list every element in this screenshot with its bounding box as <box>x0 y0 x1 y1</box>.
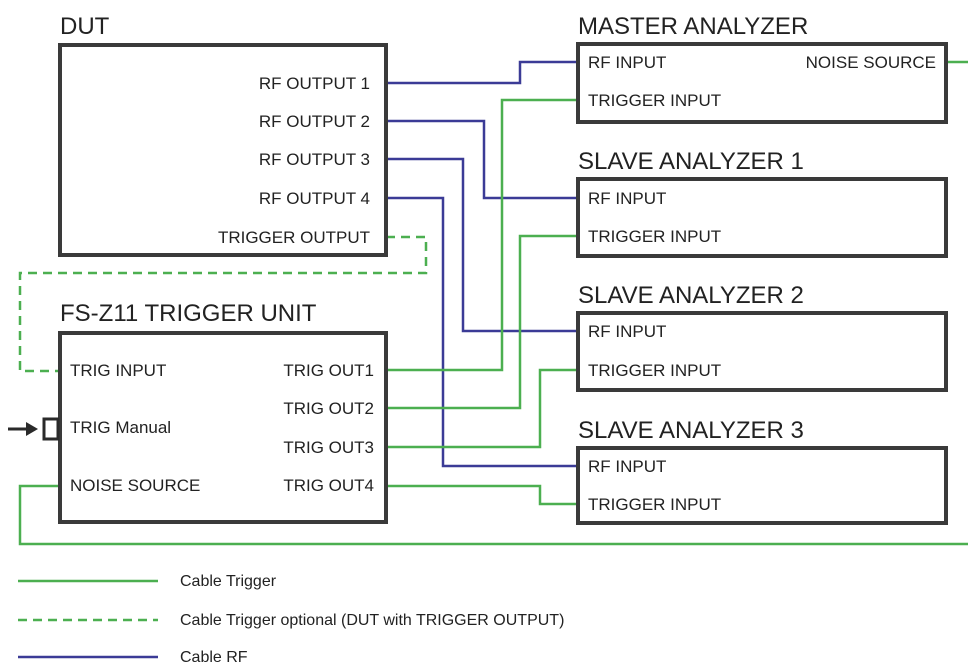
dut-trigger-output: TRIGGER OUTPUT <box>218 228 370 247</box>
trig-manual-label: TRIG Manual <box>70 418 171 437</box>
slave-1-trigger-input: TRIGGER INPUT <box>588 227 721 246</box>
dut-rf-output-4: RF OUTPUT 4 <box>259 189 370 208</box>
slave-3-rf-input: RF INPUT <box>588 457 666 476</box>
master-analyzer-box <box>576 42 948 124</box>
legend-rf-label: Cable RF <box>180 649 248 664</box>
dut-rf-output-1: RF OUTPUT 1 <box>259 74 370 93</box>
trigger-cable-3 <box>386 368 578 449</box>
trig-input-label: TRIG INPUT <box>70 361 166 380</box>
slave-analyzer-3-box <box>576 446 948 525</box>
noise-source-return-cable <box>18 484 968 546</box>
dut-rf-output-3: RF OUTPUT 3 <box>259 150 370 169</box>
trig-out-3-label: TRIG OUT3 <box>283 438 374 457</box>
trigger-cable-4 <box>386 484 578 506</box>
master-noise-source: NOISE SOURCE <box>806 53 936 72</box>
slave-3-trigger-input: TRIGGER INPUT <box>588 495 721 514</box>
slave-analyzer-2-title: SLAVE ANALYZER 2 <box>578 282 804 309</box>
slave-2-trigger-input: TRIGGER INPUT <box>588 361 721 380</box>
rf-cable-4 <box>386 196 578 468</box>
slave-2-rf-input: RF INPUT <box>588 322 666 341</box>
rf-cable-3 <box>386 157 578 333</box>
trigger-cable-1 <box>386 98 578 372</box>
master-trigger-input: TRIGGER INPUT <box>588 91 721 110</box>
trig-out-2-label: TRIG OUT2 <box>283 399 374 418</box>
legend-trigger-optional-label: Cable Trigger optional (DUT with TRIGGER… <box>180 612 564 629</box>
dut-box <box>58 43 388 257</box>
dut-rf-output-2: RF OUTPUT 2 <box>259 112 370 131</box>
master-rf-input: RF INPUT <box>588 53 666 72</box>
manual-trigger-button[interactable] <box>42 417 60 441</box>
rf-cable-2 <box>386 119 578 200</box>
rf-cable-1 <box>386 60 578 85</box>
optional-trigger-cable <box>18 235 428 373</box>
dut-title: DUT <box>60 13 110 40</box>
trigger-cable-2 <box>386 234 578 410</box>
noise-source-label: NOISE SOURCE <box>70 476 200 495</box>
slave-analyzer-1-box <box>576 177 948 258</box>
arrow-right-icon <box>8 422 38 436</box>
slave-analyzer-3-title: SLAVE ANALYZER 3 <box>578 417 804 444</box>
slave-analyzer-1-title: SLAVE ANALYZER 1 <box>578 148 804 175</box>
master-analyzer-title: MASTER ANALYZER <box>578 13 808 40</box>
trig-out-4-label: TRIG OUT4 <box>283 476 374 495</box>
trig-out-1-label: TRIG OUT1 <box>283 361 374 380</box>
slave-1-rf-input: RF INPUT <box>588 189 666 208</box>
legend: Cable Trigger Cable Trigger optional (DU… <box>18 573 564 664</box>
slave-analyzer-2-box <box>576 311 948 392</box>
legend-trigger-label: Cable Trigger <box>180 573 277 590</box>
trigger-unit-box <box>58 331 388 524</box>
trigger-unit-title: FS-Z11 TRIGGER UNIT <box>60 300 317 327</box>
